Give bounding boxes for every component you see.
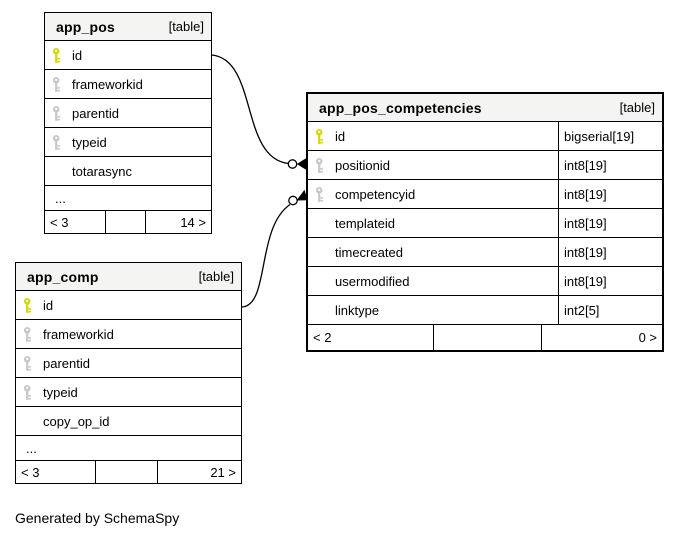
column-name: id [335, 128, 346, 144]
table-row: id [16, 291, 241, 320]
table-row: totarasync [45, 157, 211, 186]
column-name: id [43, 297, 54, 313]
column-type: int8[19] [558, 151, 662, 179]
table-row: frameworkid [16, 320, 241, 349]
column-name: typeid [43, 384, 78, 400]
table-header-app_pos_competencies[interactable]: app_pos_competencies [table] [308, 94, 662, 122]
column-type: bigserial[19] [558, 122, 662, 150]
primary-key-icon [52, 47, 68, 63]
connector-app_pos-id-to-positionid [211, 54, 306, 170]
column-name: ... [26, 440, 37, 456]
column-type: int8[19] [558, 238, 662, 266]
column-name: frameworkid [43, 326, 114, 342]
table-kind-label: [table] [198, 269, 234, 284]
table-row: typeid [16, 378, 241, 407]
foreign-key-icon [23, 326, 39, 342]
column-name: timecreated [335, 244, 403, 260]
table-name[interactable]: app_pos [56, 18, 115, 35]
table-kind-label: [table] [168, 19, 204, 34]
column-name: templateid [335, 215, 395, 231]
table-name[interactable]: app_comp [27, 268, 99, 285]
table-app_comp: app_comp [table] id frameworkid parentid ty… [15, 262, 242, 484]
table-footer: < 2 0 > [308, 325, 662, 350]
table-row: frameworkid [45, 70, 211, 99]
table-footer: < 3 14 > [45, 211, 211, 233]
table-row: typeid [45, 128, 211, 157]
column-name: id [72, 47, 83, 63]
table-app_pos_competencies: app_pos_competencies [table] id bigserial… [306, 92, 664, 352]
footer-middle-cell [96, 461, 158, 483]
footer-children-count: 0 > [638, 330, 657, 345]
foreign-key-icon [52, 76, 68, 92]
column-name: frameworkid [72, 76, 143, 92]
table-row: parentid [16, 349, 241, 378]
table-rows: id frameworkid parentid typeid totarasync... [45, 41, 211, 211]
primary-key-icon [315, 128, 331, 144]
table-rows: id frameworkid parentid typeid copy_op_id... [16, 291, 241, 461]
foreign-key-icon [52, 105, 68, 121]
footer-parents-count: < 3 [16, 461, 96, 483]
more-columns-row: ... [45, 186, 211, 211]
table-row: usermodified int8[19] [308, 267, 662, 296]
footer-parents-count: < 3 [45, 211, 106, 233]
column-type: int8[19] [558, 180, 662, 208]
footer-children-count: 14 > [180, 214, 206, 230]
column-name: competencyid [335, 186, 416, 202]
table-row: positionid int8[19] [308, 151, 662, 180]
table-header-app_comp[interactable]: app_comp [table] [16, 263, 241, 291]
footer-middle-cell [106, 211, 146, 233]
table-row: competencyid int8[19] [308, 180, 662, 209]
primary-key-icon [23, 297, 39, 313]
foreign-key-icon [315, 186, 331, 202]
column-name: positionid [335, 157, 390, 173]
footer-children-count: 21 > [210, 464, 236, 480]
table-row: id bigserial[19] [308, 122, 662, 151]
table-name[interactable]: app_pos_competencies [319, 99, 482, 116]
table-row: parentid [45, 99, 211, 128]
footer-parents-count: < 2 [308, 325, 434, 350]
column-name: parentid [43, 355, 90, 371]
column-name: linktype [335, 302, 380, 318]
table-row: timecreated int8[19] [308, 238, 662, 267]
schemaspy-credit: Generated by SchemaSpy [15, 510, 180, 526]
column-type: int8[19] [558, 209, 662, 237]
foreign-key-icon [315, 157, 331, 173]
column-name: totarasync [72, 163, 132, 179]
column-name: copy_op_id [43, 413, 110, 429]
connector-app_comp-id-to-competencyid [241, 189, 308, 308]
column-type: int2[5] [558, 296, 662, 324]
more-columns-row: ... [16, 436, 241, 461]
table-footer: < 3 21 > [16, 461, 241, 483]
table-row: copy_op_id [16, 407, 241, 436]
column-name: parentid [72, 105, 119, 121]
column-name: typeid [72, 134, 107, 150]
foreign-key-icon [23, 355, 39, 371]
table-kind-label: [table] [619, 100, 655, 115]
column-type: int8[19] [558, 267, 662, 295]
table-app_pos: app_pos [table] id frameworkid parentid typ… [44, 12, 212, 234]
table-row: templateid int8[19] [308, 209, 662, 238]
table-row: linktype int2[5] [308, 296, 662, 325]
column-name: usermodified [335, 273, 410, 289]
table-row: id [45, 41, 211, 70]
foreign-key-icon [52, 134, 68, 150]
column-name: ... [55, 190, 66, 206]
table-header-app_pos[interactable]: app_pos [table] [45, 13, 211, 41]
footer-middle-cell [434, 325, 542, 350]
foreign-key-icon [23, 384, 39, 400]
